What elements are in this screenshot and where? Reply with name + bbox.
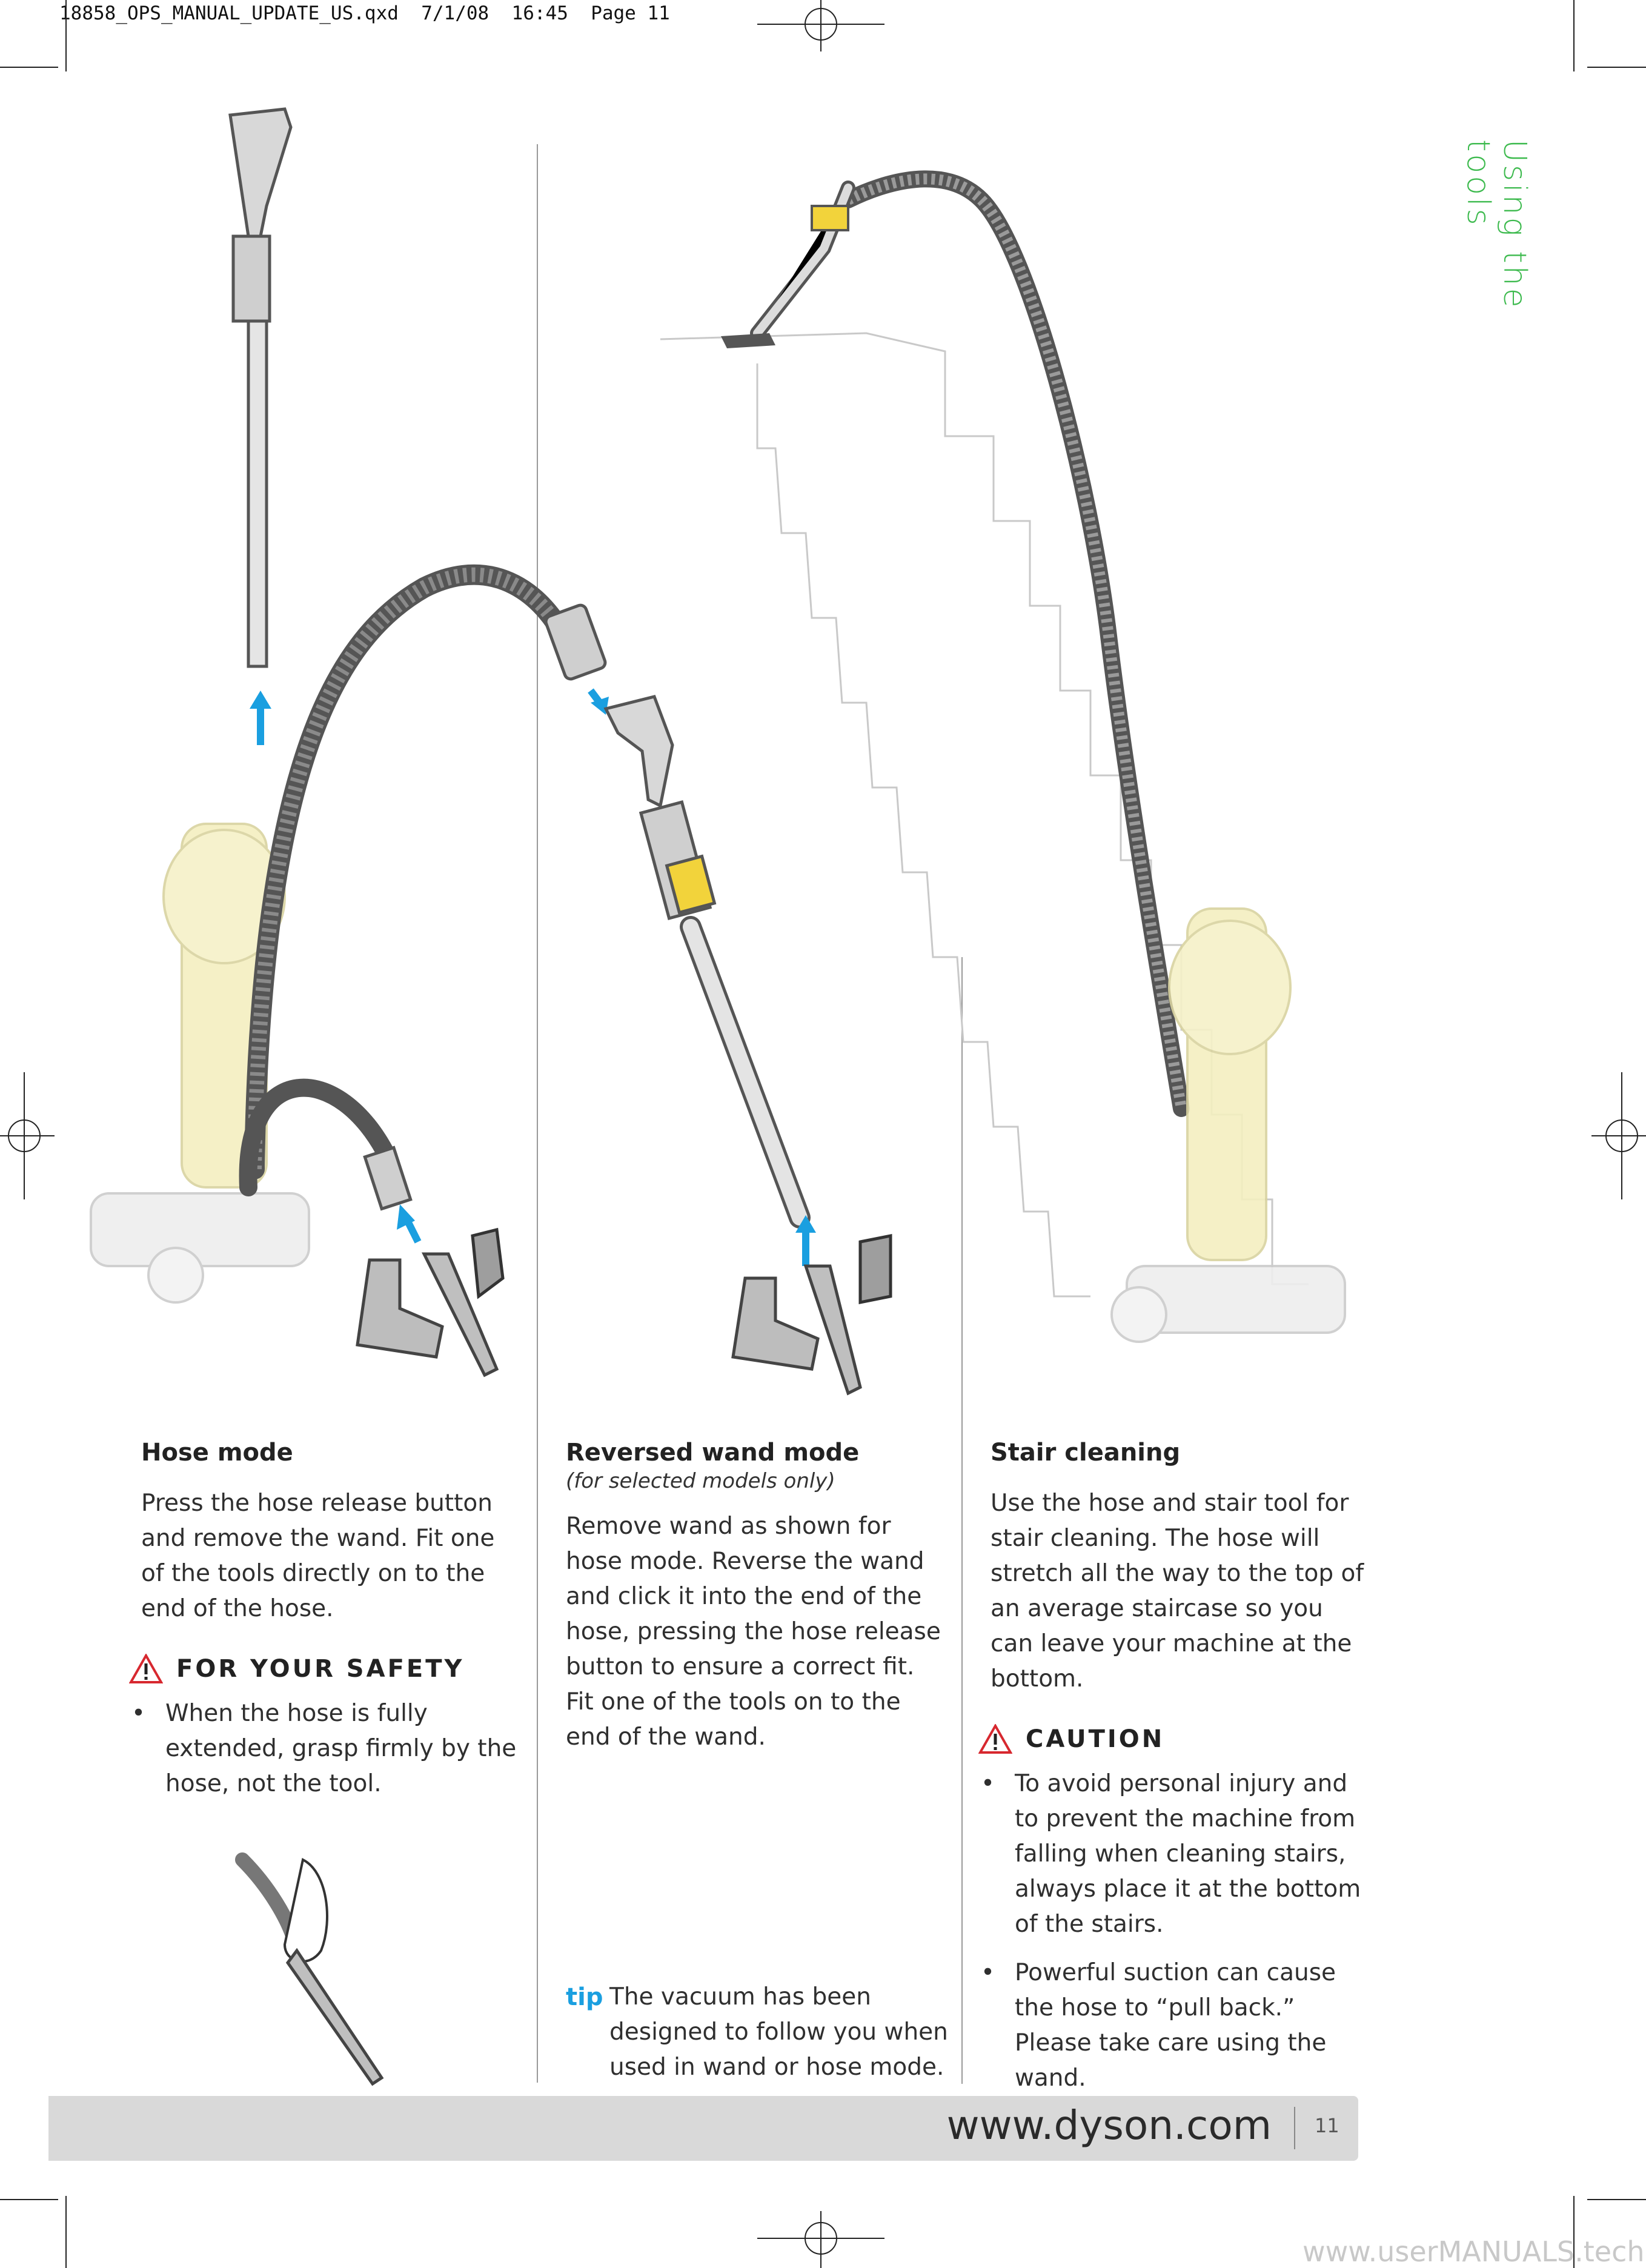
wand-illustration-hose-mode	[228, 107, 293, 745]
column-divider-2	[961, 957, 963, 2084]
watermark: www.userMANUALS.tech	[1303, 2235, 1645, 2268]
crevice-tool-illustration	[235, 1852, 384, 2086]
hose-mode-title: Hose mode	[141, 1439, 293, 1467]
reversed-wand-title: Reversed wand mode	[566, 1439, 860, 1467]
print-slug: 18858_OPS_MANUAL_UPDATE_US.qxd 7/1/08 16…	[59, 2, 670, 24]
caution-bullet: To avoid personal injury and to prevent …	[978, 1766, 1372, 1942]
website-url[interactable]: www.dyson.com	[946, 2102, 1272, 2149]
registration-mark-top	[757, 0, 884, 51]
tools-illustration-reversed-mode	[731, 1233, 892, 1396]
tip-note: tip The vacuum has been designed to foll…	[566, 1980, 954, 2085]
hose-mode-body: Press the hose release button and remove…	[141, 1490, 495, 1622]
stair-cleaning-section: Stair cleaning Use the hose and stair to…	[991, 1439, 1372, 1697]
registration-mark-right	[1591, 1072, 1646, 1199]
page-number: 11	[1315, 2114, 1339, 2137]
caution-title: CAUTION	[1026, 1725, 1165, 1753]
hose-mode-section: Hose mode Press the hose release button …	[141, 1439, 517, 1626]
caution-bullet: Powerful suction can cause the hose to “…	[978, 1955, 1372, 2096]
footer-bar	[48, 2096, 1358, 2161]
reversed-wand-body: Remove wand as shown for hose mode. Reve…	[566, 1513, 941, 1751]
warning-icon	[129, 1654, 163, 1683]
safety-warning: FOR YOUR SAFETY When the hose is fully e…	[129, 1654, 517, 1802]
registration-mark-bottom	[757, 2211, 884, 2268]
safety-bullet: When the hose is fully extended, grasp f…	[129, 1696, 517, 1802]
tools-illustration-hose-mode	[356, 1227, 505, 1378]
stair-hose-illustration	[721, 170, 1190, 1117]
stair-cleaning-title: Stair cleaning	[991, 1439, 1181, 1467]
reversed-wand-subtitle: (for selected models only)	[566, 1469, 835, 1493]
tip-label: tip	[566, 1983, 603, 2011]
illustration-area	[90, 107, 1346, 1396]
stair-cleaning-body: Use the hose and stair tool for stair cl…	[991, 1490, 1364, 1693]
tip-text: The vacuum has been designed to follow y…	[609, 1983, 948, 2081]
vacuum-illustration-stairs	[1110, 907, 1346, 1343]
reversed-wand-section: Reversed wand mode (for selected models …	[566, 1439, 947, 1755]
section-tab: Using the tools	[1460, 139, 1533, 310]
footer-divider	[1294, 2107, 1295, 2149]
wand-illustration-reversed-mode	[544, 603, 816, 1266]
registration-mark-left	[0, 1072, 55, 1199]
column-divider-1	[537, 144, 538, 2083]
safety-warning-title: FOR YOUR SAFETY	[176, 1655, 465, 1683]
caution-warning: CAUTION To avoid personal injury and to …	[978, 1724, 1372, 2096]
vacuum-illustration-hose-mode	[90, 823, 310, 1304]
hose-illustration-short	[239, 1078, 397, 1196]
warning-icon	[978, 1724, 1012, 1754]
